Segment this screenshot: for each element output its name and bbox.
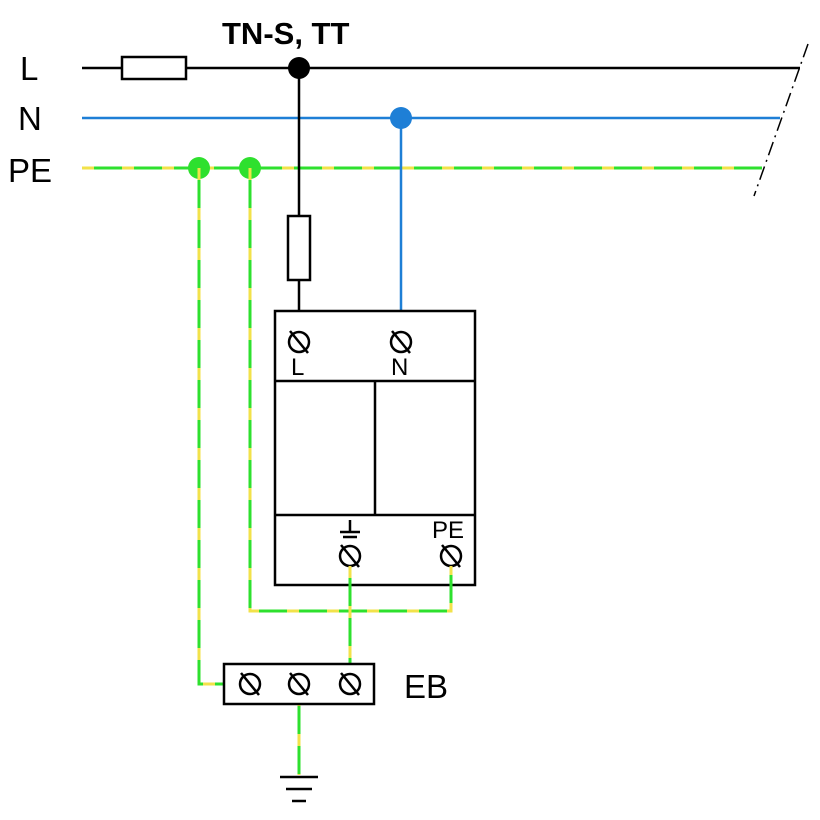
ground-icon: [280, 775, 318, 803]
terminal-n: [389, 330, 413, 354]
line-label-n: N: [18, 100, 42, 137]
terminal-label-pe: PE: [432, 517, 464, 544]
pe-line: [82, 157, 762, 179]
terminal-label-l: L: [291, 354, 304, 381]
terminal-l: [287, 330, 311, 354]
surge-protection-device: [273, 309, 477, 587]
phase-drop: [286, 68, 312, 342]
equipotential-bar: [222, 662, 376, 706]
phase-line: [82, 55, 800, 81]
diagram-title: TN-S, TT: [222, 16, 349, 51]
main-fuse: [120, 55, 188, 81]
terminal-label-n: N: [391, 354, 408, 381]
line-label-pe: PE: [8, 152, 52, 189]
bar-label-eb: EB: [404, 668, 448, 705]
line-label-l: L: [20, 50, 38, 87]
neutral-line: [82, 107, 780, 129]
branch-fuse: [286, 214, 312, 282]
continuation-break-line: [753, 43, 809, 197]
